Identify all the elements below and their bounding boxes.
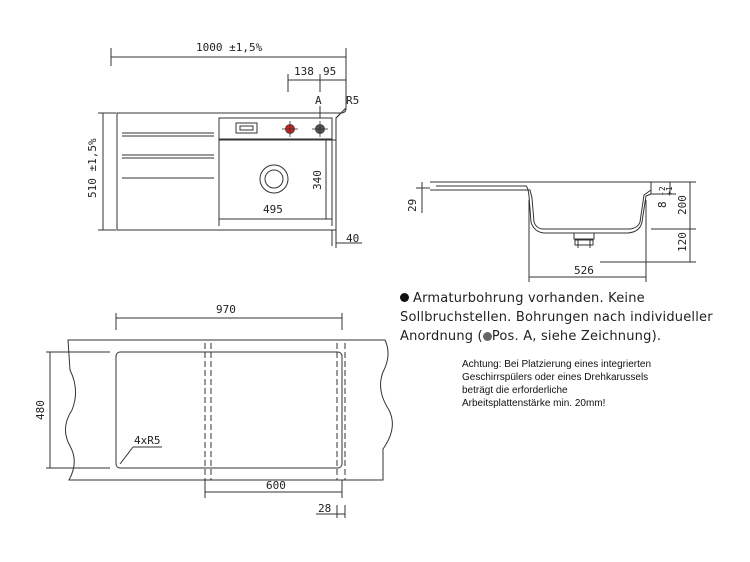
dim-side-minus2: -2: [658, 186, 667, 196]
label-pos-a: A: [315, 94, 322, 107]
dim-top-height: 510 ±1,5%: [86, 138, 99, 198]
dim-side-200: 200: [676, 195, 689, 215]
dim-cut-480: 480: [34, 400, 47, 420]
dim-side-526: 526: [574, 264, 594, 277]
dim-40: 40: [346, 232, 359, 245]
dim-side-8: 8: [656, 201, 669, 208]
warning-note: Achtung: Bei Platzierung eines integrier…: [462, 358, 692, 410]
dim-cut-600: 600: [266, 479, 286, 492]
drilling-note: Armaturbohrung vorhanden. Keine Sollbruc…: [400, 289, 720, 346]
pos-a-dot-icon: [482, 332, 492, 341]
note-line-2: Sollbruchstellen. Bohrungen nach individ…: [400, 310, 713, 325]
cutout-view: [46, 313, 393, 518]
warning-line-4: Arbeitsplattenstärke min. 20mm!: [462, 398, 606, 409]
bullet-icon: [400, 293, 409, 302]
dim-cut-28: 28: [318, 502, 331, 515]
warning-line-1: Achtung: Bei Platzierung eines integrier…: [462, 359, 652, 370]
dim-r5: R5: [346, 94, 359, 107]
dim-top-width: 1000 ±1,5%: [196, 41, 263, 54]
dim-95: 95: [323, 65, 336, 78]
note-line-3b: Pos. A, siehe Zeichnung).: [491, 329, 662, 344]
dim-cut-970: 970: [216, 303, 236, 316]
dim-side-120: 120: [676, 232, 689, 252]
warning-line-3: beträgt die erforderliche: [462, 385, 568, 396]
dim-495: 495: [263, 203, 283, 216]
warning-line-2: Geschirrspülers oder eines Drehkarussels: [462, 372, 649, 383]
side-section: [416, 181, 696, 282]
top-view: [98, 48, 362, 248]
dim-side-plus1: +1: [665, 186, 674, 196]
note-line-3a: Anordnung (: [400, 329, 483, 344]
dim-side-29: 29: [406, 199, 419, 212]
dim-340: 340: [311, 170, 324, 190]
dim-138: 138: [294, 65, 314, 78]
note-line-1: Armaturbohrung vorhanden. Keine: [413, 291, 645, 306]
dim-cut-radius: 4xR5: [134, 434, 161, 447]
